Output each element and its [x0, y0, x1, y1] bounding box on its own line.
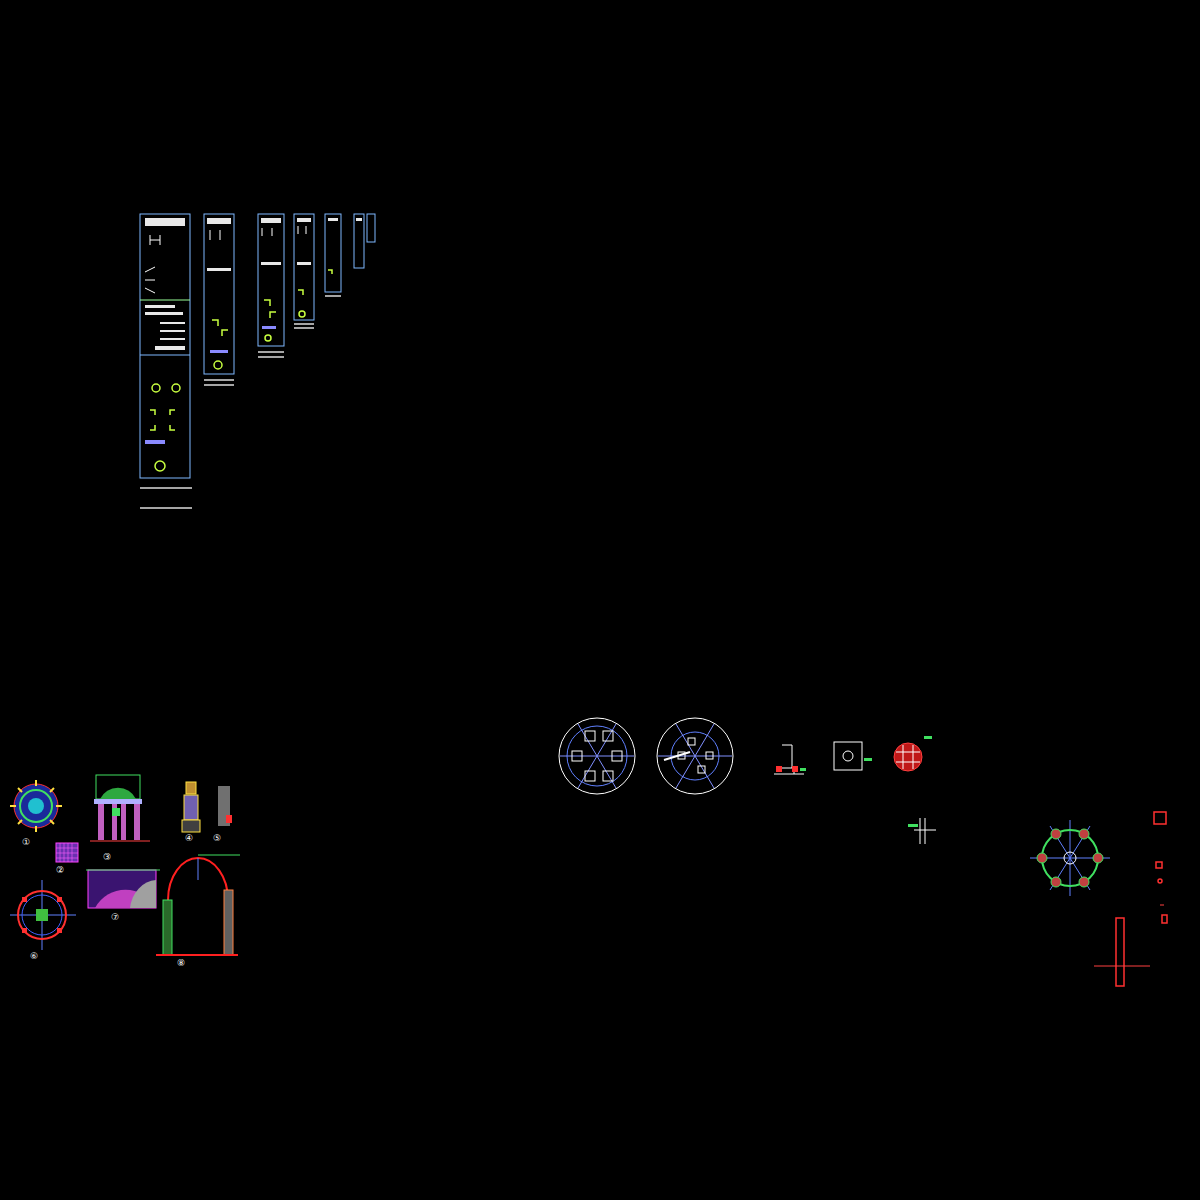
- callout-number: ⑧: [176, 959, 186, 968]
- callout-number: ⑦: [110, 913, 120, 922]
- callout-number: ⑥: [29, 952, 39, 961]
- red-plan: [1030, 820, 1110, 896]
- callout-number: ③: [102, 853, 112, 862]
- section-circle: [894, 743, 922, 771]
- callout-number: ④: [184, 834, 194, 843]
- callout-number: ②: [55, 866, 65, 875]
- foundation-plan: [10, 880, 76, 950]
- legend-sheets: [140, 214, 375, 478]
- grid-detail: [56, 843, 78, 862]
- dome-section: [86, 870, 160, 908]
- callout-number: ⑤: [212, 834, 222, 843]
- arch-section: [156, 855, 240, 955]
- plan-circle: [10, 780, 62, 832]
- callout-number: ①: [21, 838, 31, 847]
- elevation: [90, 775, 150, 841]
- layout-plans: [559, 718, 862, 794]
- column-detail: [182, 782, 232, 832]
